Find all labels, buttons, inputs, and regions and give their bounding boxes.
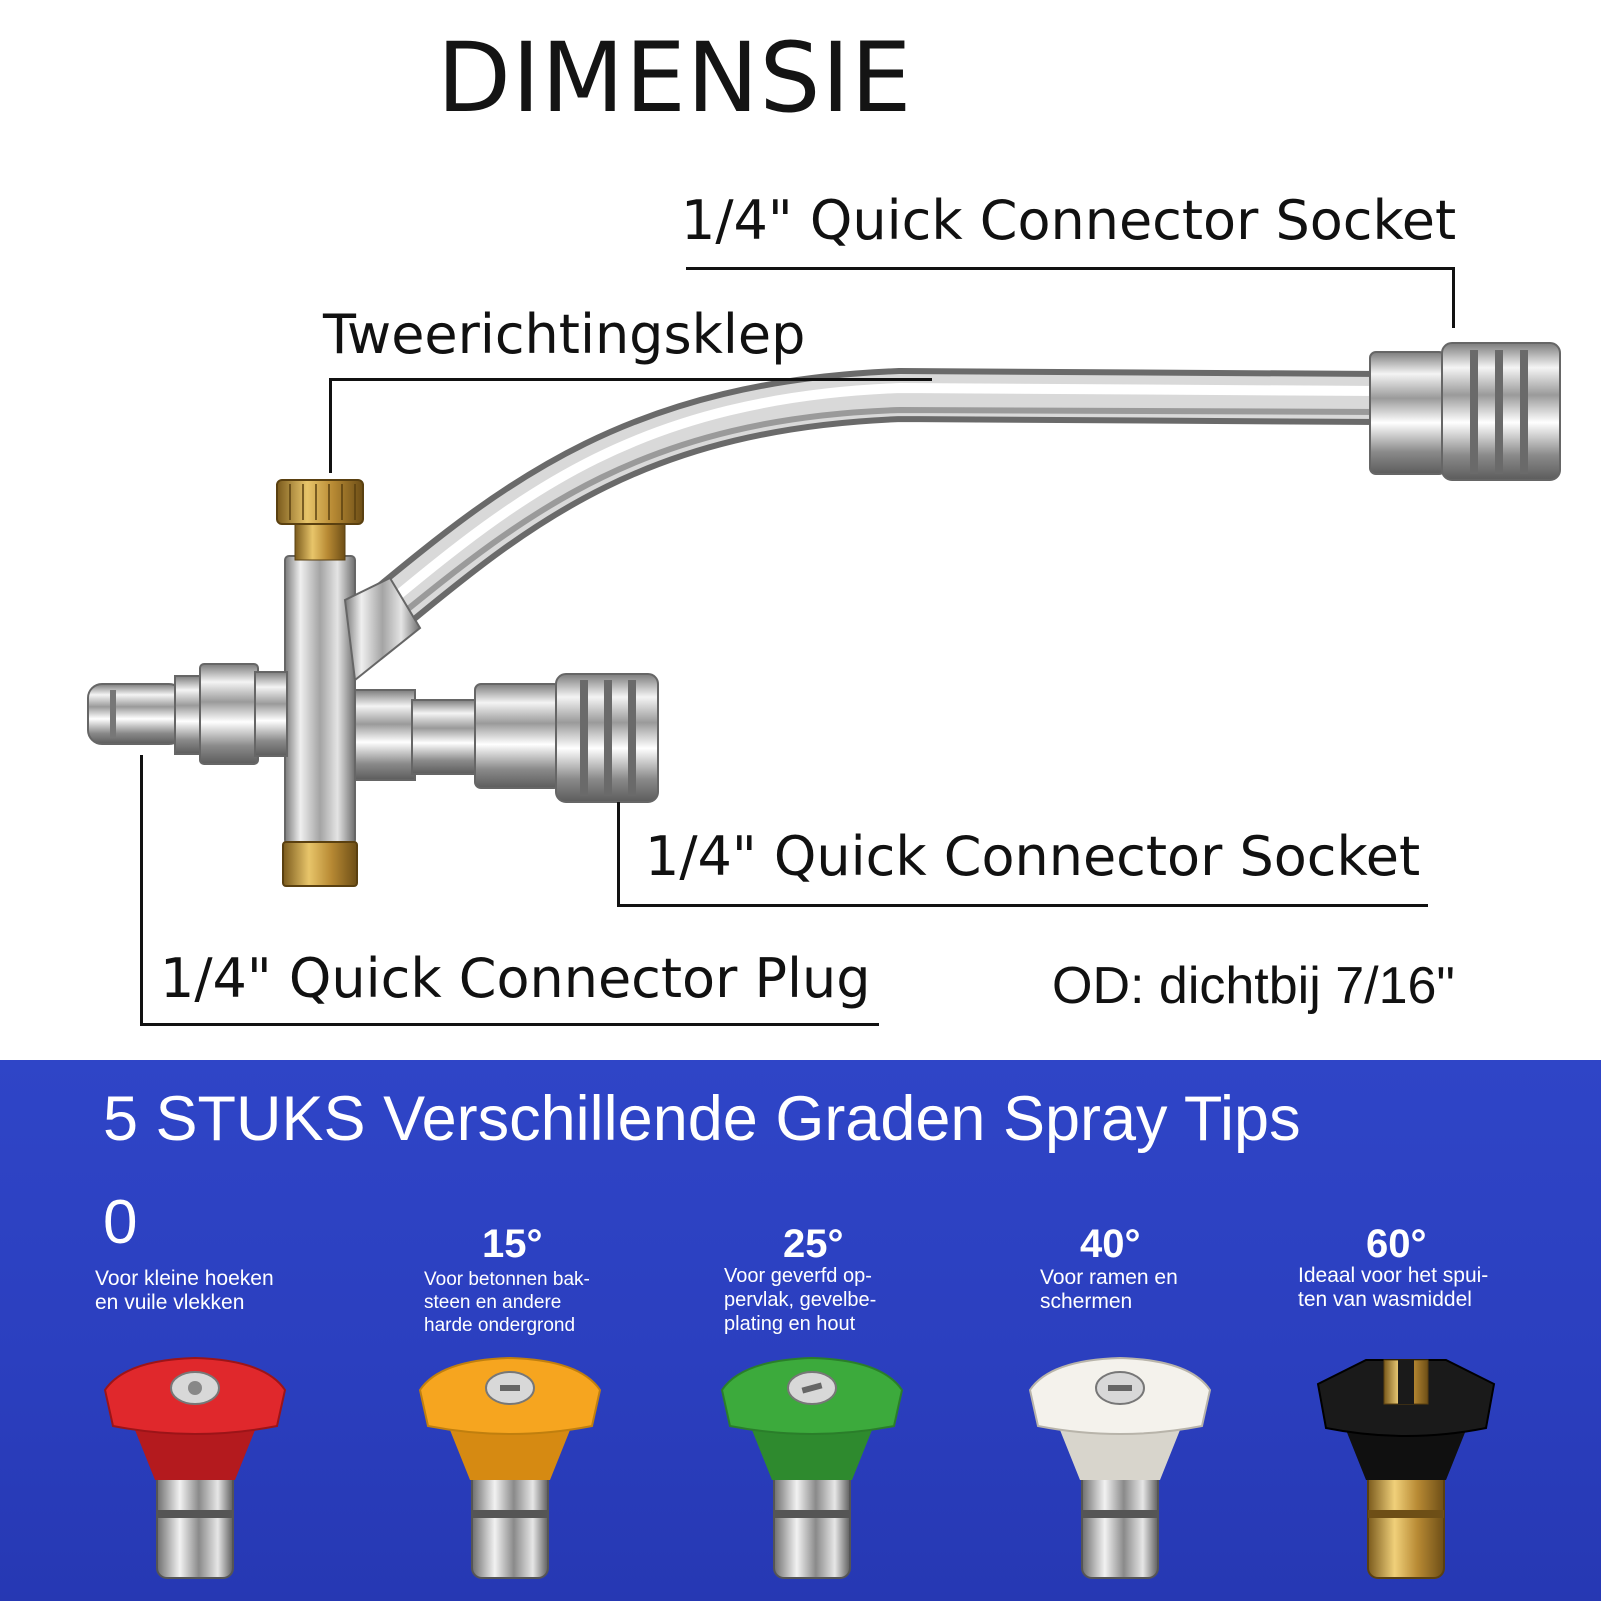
- label-socket-bottom: 1/4" Quick Connector Socket: [645, 825, 1421, 888]
- green-nozzle-icon: [720, 1356, 904, 1579]
- callout-line-socket-top: [686, 267, 1455, 328]
- tip-description: Voor ramen en schermen: [1040, 1266, 1178, 1313]
- quick-connector-plug: [87, 663, 288, 765]
- tip-description: Voor geverfd op- pervlak, gevelbe- plati…: [724, 1265, 877, 1335]
- tip-angle: 40°: [1080, 1222, 1141, 1266]
- valve-body: [276, 479, 422, 887]
- label-socket-top: 1/4" Quick Connector Socket: [681, 189, 1457, 252]
- page-title: DIMENSIE: [437, 22, 913, 134]
- label-valve: Tweerichtingsklep: [323, 303, 806, 366]
- black-nozzle-icon: [1316, 1359, 1496, 1579]
- tip-angle: 60°: [1366, 1222, 1427, 1266]
- tip-description: Voor betonnen bak- steen en andere harde…: [424, 1269, 590, 1336]
- side-socket-connector: [354, 673, 659, 803]
- white-nozzle-icon: [1028, 1356, 1212, 1579]
- two-way-valve-lance-illustration: [87, 342, 1561, 887]
- tip-angle: 0: [103, 1188, 138, 1257]
- callout-line-valve: [329, 378, 932, 473]
- banner-title: 5 STUKS Verschillende Graden Spray Tips: [103, 1084, 1301, 1154]
- tip-angle: 15°: [482, 1222, 543, 1266]
- yellow-nozzle-icon: [418, 1356, 602, 1579]
- label-plug: 1/4" Quick Connector Plug: [160, 947, 871, 1010]
- spray-tips-banner: 5 STUKS Verschillende Graden Spray Tips …: [0, 1060, 1601, 1601]
- callout-line-socket-bottom: [617, 802, 1428, 907]
- tip-angle: 25°: [783, 1222, 844, 1266]
- label-outer-diameter: OD: dichtbij 7/16": [1052, 957, 1455, 1015]
- red-nozzle-icon: [103, 1356, 287, 1579]
- tip-description: Ideaal voor het spui- ten van wasmiddel: [1298, 1264, 1489, 1311]
- callout-line-plug: [140, 755, 879, 1026]
- top-socket-connector: [1369, 342, 1561, 481]
- tip-description: Voor kleine hoeken en vuile vlekken: [95, 1267, 274, 1314]
